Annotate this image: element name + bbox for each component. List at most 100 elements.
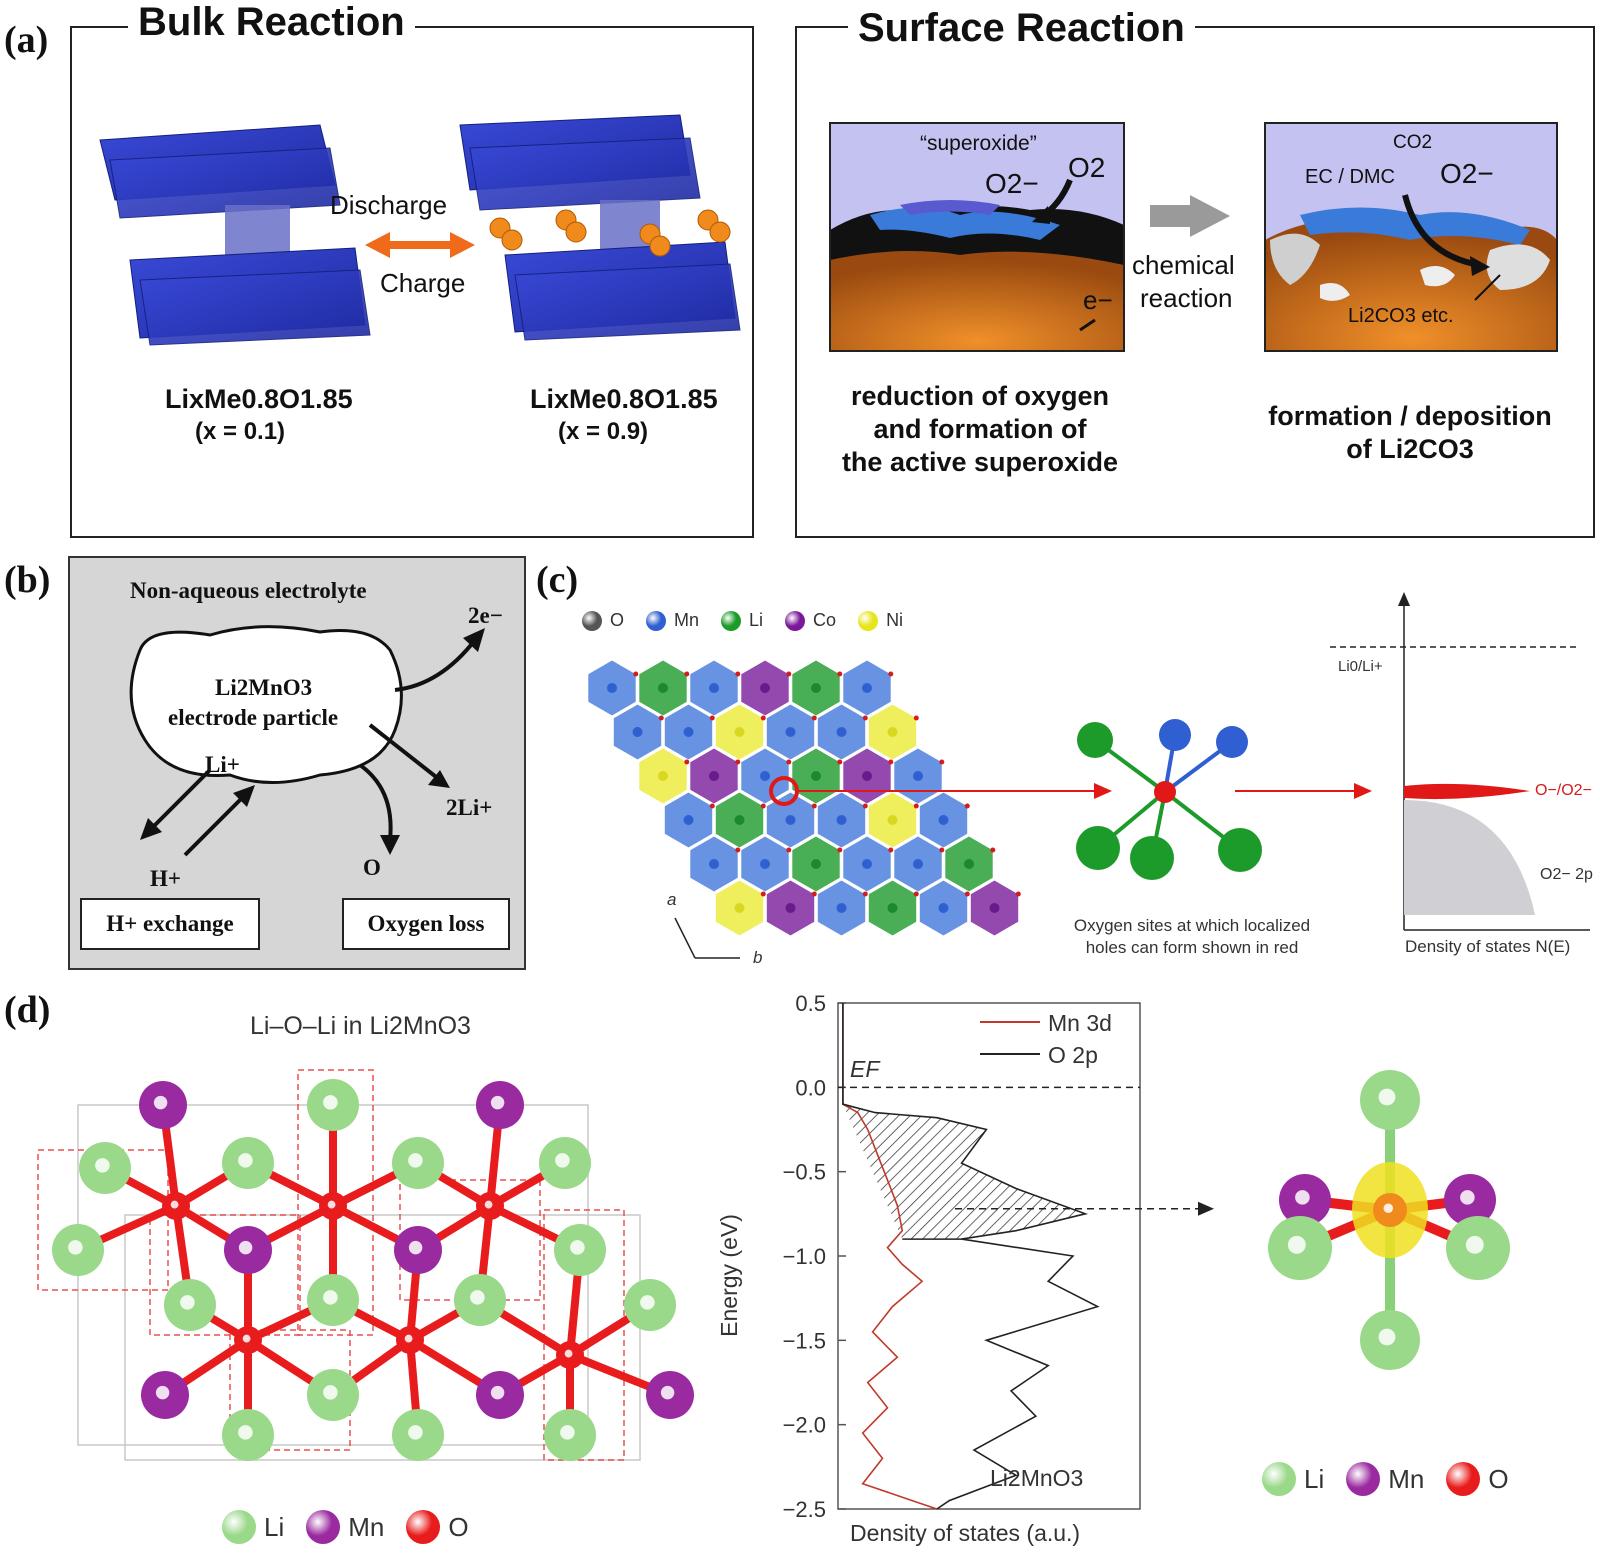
axis-b-label: b — [753, 948, 763, 967]
legend-label: O — [448, 1511, 469, 1542]
o-atom — [396, 1326, 424, 1354]
cation-site — [913, 859, 923, 869]
legend-item-mn: Mn — [306, 1510, 384, 1544]
cation-site — [938, 903, 949, 913]
caption-c-line-1: Oxygen sites at which localized — [1073, 916, 1311, 935]
series-line-1 — [842, 1003, 1100, 1510]
right-layered-structure — [459, 114, 741, 341]
li-atom — [392, 1409, 444, 1461]
axis-a-label: a — [667, 890, 677, 909]
cation-site — [836, 727, 847, 737]
o-atom — [162, 1192, 190, 1220]
legend-item-co: Co — [785, 610, 836, 631]
cation-site — [785, 727, 796, 737]
electron-label: e− — [1083, 285, 1113, 315]
caption-c-line-2: holes can form shown in red — [1085, 938, 1299, 957]
particle-formula: Li2MnO3 — [215, 675, 313, 700]
oxygen-site — [888, 759, 894, 765]
y-tick-label: −2.5 — [783, 1497, 826, 1522]
cation-site — [709, 859, 719, 869]
h-plus-label: H+ — [150, 866, 181, 891]
o-minus-band — [1404, 783, 1530, 800]
mn-atom — [476, 1371, 524, 1419]
superoxide-label: “superoxide” — [920, 132, 1037, 155]
dos-c-yaxis-head — [1398, 592, 1410, 606]
cation-site — [913, 771, 923, 781]
oxygen-loss-box: Oxygen loss — [342, 898, 510, 950]
y-tick-label: 0.5 — [795, 991, 826, 1016]
oxygen-site — [1015, 891, 1021, 897]
o-atom — [319, 1192, 347, 1220]
oxygen-site — [786, 759, 792, 765]
panel-a-label: (a) — [4, 19, 49, 61]
neighbor-atom — [1216, 726, 1248, 758]
cation-site — [836, 903, 847, 913]
oxygen-site — [837, 847, 843, 853]
series-line-0 — [842, 1003, 938, 1510]
oxygen-site — [913, 715, 919, 721]
neighbor-atom — [1076, 826, 1120, 870]
legend-item-mn: Mn — [646, 610, 699, 631]
y-tick-label: −2.0 — [783, 1413, 826, 1438]
legend-item-o: O — [582, 610, 624, 631]
surface-reaction-frame — [795, 26, 1595, 538]
cation-site — [760, 859, 770, 869]
cation-site — [862, 859, 872, 869]
oxygen-site — [786, 847, 792, 853]
arrow-head — [1354, 783, 1372, 799]
legend-label: O — [610, 610, 625, 630]
li-atom — [554, 1224, 606, 1276]
y-tick-label: −1.5 — [783, 1328, 826, 1353]
o-atom — [476, 1192, 504, 1220]
superoxide-scene — [829, 122, 1125, 352]
cation-site — [887, 815, 898, 825]
mn-atom — [224, 1226, 272, 1274]
legend-label: Co — [813, 610, 837, 630]
two-li-label: 2Li+ — [446, 795, 493, 820]
li-atom — [454, 1274, 506, 1326]
legend-label: Mn — [348, 1511, 385, 1542]
cation-site — [683, 815, 694, 825]
ec-dmc-label: EC / DMC — [1305, 166, 1395, 188]
oxygen-site — [709, 715, 715, 721]
cation-site — [862, 683, 872, 693]
legend-swatch — [858, 610, 879, 631]
caption-left-line-3: the active superoxide — [841, 447, 1119, 477]
cation-site — [760, 771, 770, 781]
o-2p-band — [1404, 800, 1535, 915]
panel-d-label: (d) — [4, 989, 51, 1031]
o-atom-center — [1373, 1193, 1407, 1227]
oxygen-site — [913, 803, 919, 809]
li2co3-etc-label: Li2CO3 etc. — [1348, 305, 1454, 327]
oxygen-site — [939, 759, 945, 765]
arrow-head — [1094, 783, 1112, 799]
legend-item-o: O — [406, 1510, 469, 1544]
caption-left-line-1: reduction of oxygen — [850, 381, 1110, 411]
li-atom — [1360, 1070, 1420, 1130]
cation-site — [734, 727, 745, 737]
legend-swatch — [1346, 1462, 1381, 1496]
oxygen-site — [735, 847, 741, 853]
legend-swatch — [1446, 1462, 1481, 1496]
o-2p-band-label: O2− 2p — [1540, 866, 1593, 883]
legend-swatch — [785, 610, 806, 631]
occupied-states-hatch — [842, 1104, 1086, 1240]
li-atom — [1268, 1216, 1332, 1280]
oxygen-site — [811, 715, 817, 721]
cation-site — [836, 815, 847, 825]
li-atom — [307, 1369, 359, 1421]
cation-site — [989, 903, 1000, 913]
caption-right-line-2: of Li2CO3 — [1346, 434, 1474, 464]
chemical-label: chemical — [1132, 250, 1235, 280]
neighbor-atom — [1130, 836, 1174, 880]
oxygen-site — [709, 803, 715, 809]
o-atom — [234, 1326, 262, 1354]
legend-item-li: Li — [1262, 1462, 1324, 1496]
legend-label: Li — [749, 610, 764, 630]
dos-ylabel: Energy (eV) — [715, 1214, 742, 1337]
o2-label: O2 — [1068, 152, 1106, 183]
cation-site — [734, 903, 745, 913]
